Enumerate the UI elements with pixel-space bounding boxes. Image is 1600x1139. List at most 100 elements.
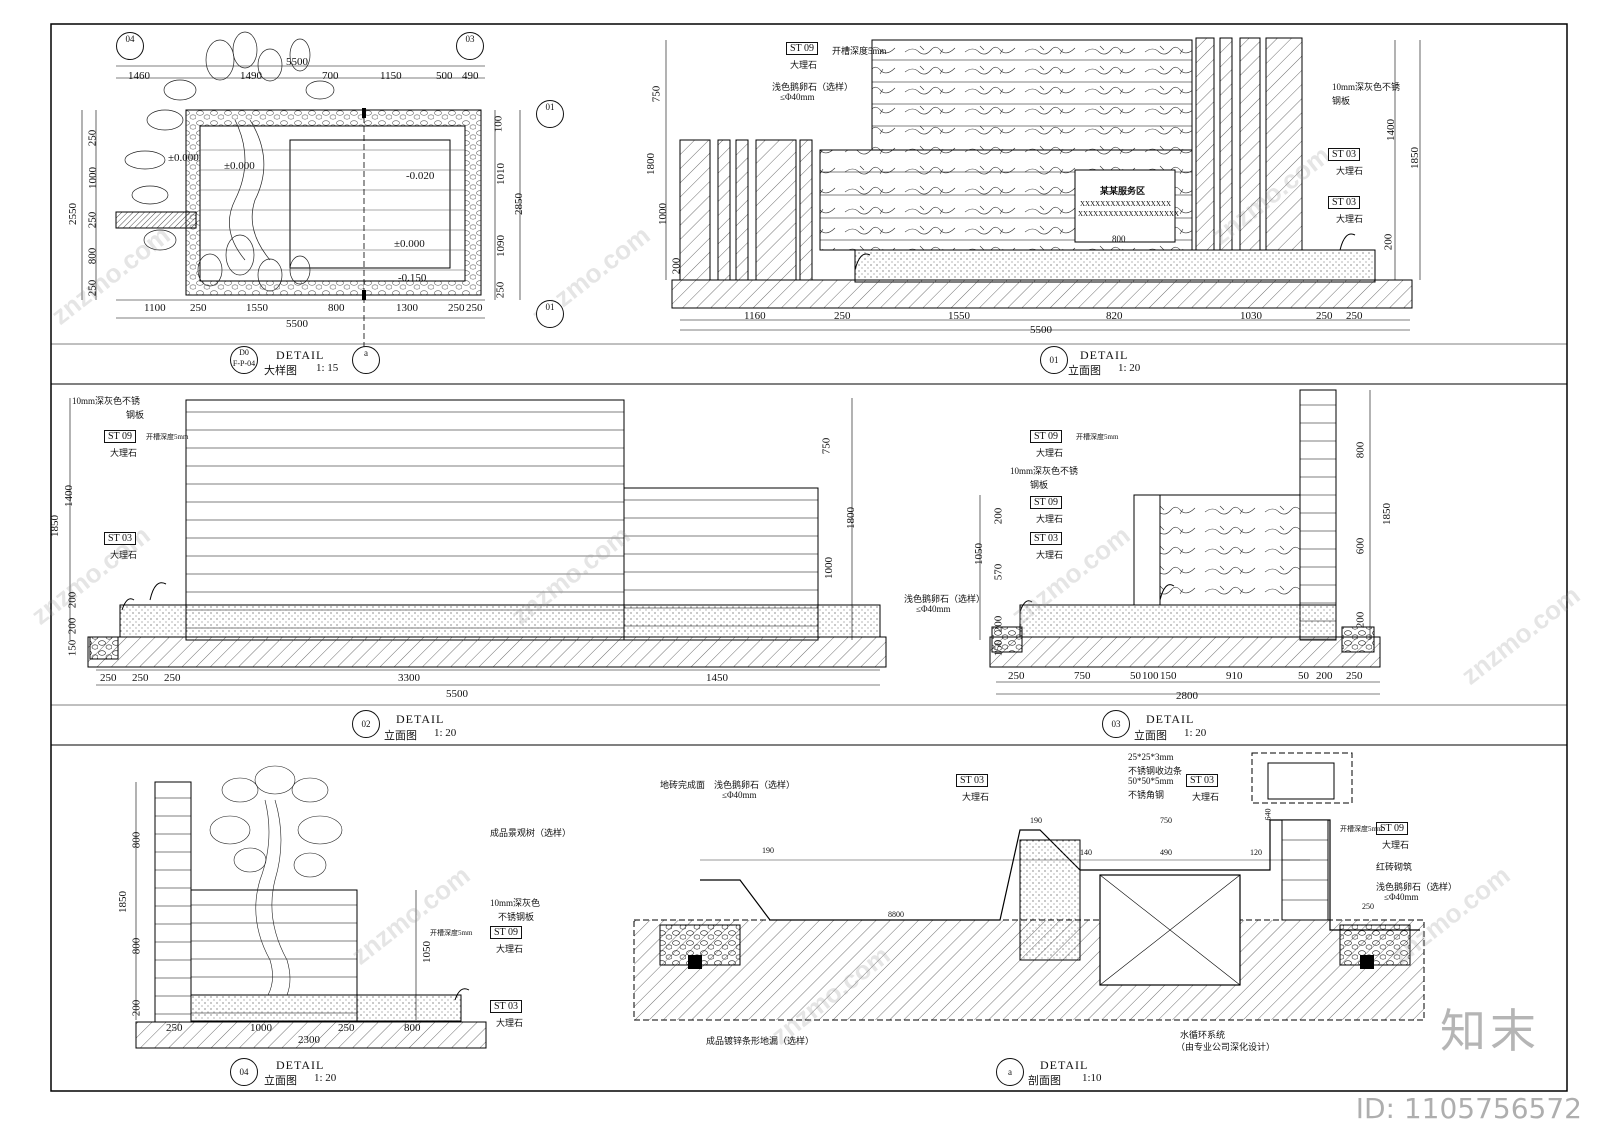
plan-dim-right-3: 1090 <box>495 235 507 257</box>
material-tag-st09: ST 09 <box>1030 496 1062 509</box>
plan-dim-right-total: 2850 <box>513 193 525 215</box>
plan-marker-04[interactable]: 04 <box>116 32 144 60</box>
e01-dim-7: 250 <box>1346 310 1363 322</box>
material-tag-st09: ST 09 <box>490 926 522 939</box>
plan-dim-top-1: 1460 <box>128 70 150 82</box>
e01-dim-3: 1550 <box>948 310 970 322</box>
detail-scale-a: 1:10 <box>1082 1072 1102 1084</box>
note-angle: 50*50*5mm <box>1128 776 1174 786</box>
sign-title: 某某服务区 <box>1100 186 1146 196</box>
sign-line-1: XXXXXXXXXXXXXXXXXX <box>1080 200 1171 208</box>
plan-dim-left-5: 250 <box>86 279 99 297</box>
plan-dim-left-4: 800 <box>86 247 99 265</box>
sheet-border <box>50 23 1568 1092</box>
note-groove: 开槽深度5mm <box>1340 825 1383 833</box>
detail-name-03: 立面图 <box>1134 730 1167 742</box>
note-pebble: 浅色鹅卵石（选样） <box>1376 882 1458 892</box>
material-tag-st03: ST 03 <box>1328 148 1360 161</box>
plan-dim-bot-6: 250 <box>448 302 465 314</box>
plan-marker-a[interactable]: a <box>352 346 380 374</box>
e02-dim-left-3: 200 <box>66 591 79 609</box>
plan-marker-01-bot[interactable]: 01 <box>536 300 564 328</box>
detail-scale-01: 1: 20 <box>1118 362 1141 374</box>
note-pebble-size: ≤Φ40mm <box>916 604 951 614</box>
e02-dim-right-2: 1800 <box>845 507 857 529</box>
note-steel-2: 钢板 <box>1332 96 1351 106</box>
material-tag-st09: ST 09 <box>1376 822 1408 835</box>
e03-dim-total: 2800 <box>1176 690 1198 702</box>
e03-dim-left-3: 200 <box>992 507 1005 525</box>
material-name: 大理石 <box>1336 214 1364 224</box>
note-pebble: 浅色鹅卵石（选样） <box>904 594 986 604</box>
material-tag-st09: ST 09 <box>1030 430 1062 443</box>
detail-scale-04: 1: 20 <box>314 1072 337 1084</box>
material-name: 大理石 <box>1192 792 1220 802</box>
plan-view <box>81 31 521 350</box>
elevation-01 <box>665 37 1421 331</box>
detail-scale-02: 1: 20 <box>434 727 457 739</box>
note-groove: 开槽深度5mm <box>430 929 473 937</box>
sign-line-2: XXXXXXXXXXXXXXXXXXXX <box>1078 210 1180 218</box>
e01-dim-left-1: 750 <box>650 85 663 103</box>
detail-name-02: 立面图 <box>384 730 417 742</box>
e03-dim-right-3: 600 <box>1354 537 1367 555</box>
plan-dim-right-4: 250 <box>494 281 507 299</box>
sa-dim-3: 190 <box>1030 816 1042 825</box>
e03-dim-left-2: 570 <box>992 563 1005 581</box>
plan-marker-03[interactable]: 03 <box>456 32 484 60</box>
e02-dim-1: 250 <box>100 672 117 684</box>
detail-title-03: DETAIL <box>1146 712 1195 726</box>
section-a <box>633 752 1425 1021</box>
e04-dim-left-1: 800 <box>130 831 143 849</box>
sa-dim-4: 140 <box>1080 848 1092 857</box>
detail-scale-plan: 1: 15 <box>316 362 339 374</box>
note-groove: 开槽深度5mm <box>832 46 887 56</box>
note-pebble-size: ≤Φ40mm <box>722 790 757 800</box>
plan-dim-top-4: 1150 <box>380 70 402 82</box>
note-groove: 开槽深度5mm <box>1076 433 1119 441</box>
detail-ref-03: 03 <box>1102 710 1130 738</box>
plan-dim-total-bottom: 5500 <box>286 318 308 330</box>
sa-dim-6: 120 <box>1250 848 1262 857</box>
material-name: 大理石 <box>1336 166 1364 176</box>
note-water-system-2: （由专业公司深化设计） <box>1176 1042 1276 1052</box>
e02-dim-right-1: 750 <box>820 437 833 455</box>
detail-name-plan: 大样图 <box>264 365 297 377</box>
e04-dim-2: 1000 <box>250 1022 272 1034</box>
e03-dim-6: 910 <box>1226 670 1243 682</box>
detail-name-a: 剖面图 <box>1028 1075 1061 1087</box>
detail-ref-02: 02 <box>352 710 380 738</box>
e03-dim-right-4: 200 <box>1354 611 1367 629</box>
note-trim: 25*25*3mm <box>1128 752 1174 762</box>
e02-dim-left-5: 150 <box>66 639 79 657</box>
plan-dim-top-2: 1490 <box>240 70 262 82</box>
e01-dim-5: 1030 <box>1240 310 1262 322</box>
plan-marker-01-top[interactable]: 01 <box>536 100 564 128</box>
e03-dim-9: 250 <box>1346 670 1363 682</box>
material-tag-st03: ST 03 <box>104 532 136 545</box>
detail-title-02: DETAIL <box>396 712 445 726</box>
detail-ref-04: 04 <box>230 1058 258 1086</box>
e02-dim-total: 5500 <box>446 688 468 700</box>
detail-ref-01: 01 <box>1040 346 1068 374</box>
e01-dim-6: 250 <box>1316 310 1333 322</box>
e04-dim-left-3: 800 <box>130 937 143 955</box>
e03-dim-2: 750 <box>1074 670 1091 682</box>
sa-dim-8: 250 <box>1362 902 1374 911</box>
plan-dim-left-3: 250 <box>86 211 99 229</box>
plan-dim-bot-3: 1550 <box>246 302 268 314</box>
note-pebble: 浅色鹅卵石（选样） <box>772 82 854 92</box>
e02-dim-left-1: 1400 <box>63 485 75 507</box>
detail-title-01: DETAIL <box>1080 348 1129 362</box>
e04-dim-total: 2300 <box>298 1034 320 1046</box>
detail-title-plan: DETAIL <box>276 348 325 362</box>
note-pebble-size: ≤Φ40mm <box>780 92 815 102</box>
note-brick: 红砖砌筑 <box>1376 862 1413 872</box>
plan-dim-total-top: 5500 <box>286 56 308 68</box>
e01-dim-left-3: 1000 <box>657 203 669 225</box>
note-drain: 成品镀锌条形地漏（选样） <box>706 1036 815 1046</box>
note-groove: 开槽深度5mm <box>146 433 189 441</box>
note-steel-2: 钢板 <box>1030 480 1049 490</box>
note-trim-2: 不锈钢收边条 <box>1128 766 1183 776</box>
e03-dim-left-5: 150 <box>992 639 1005 657</box>
